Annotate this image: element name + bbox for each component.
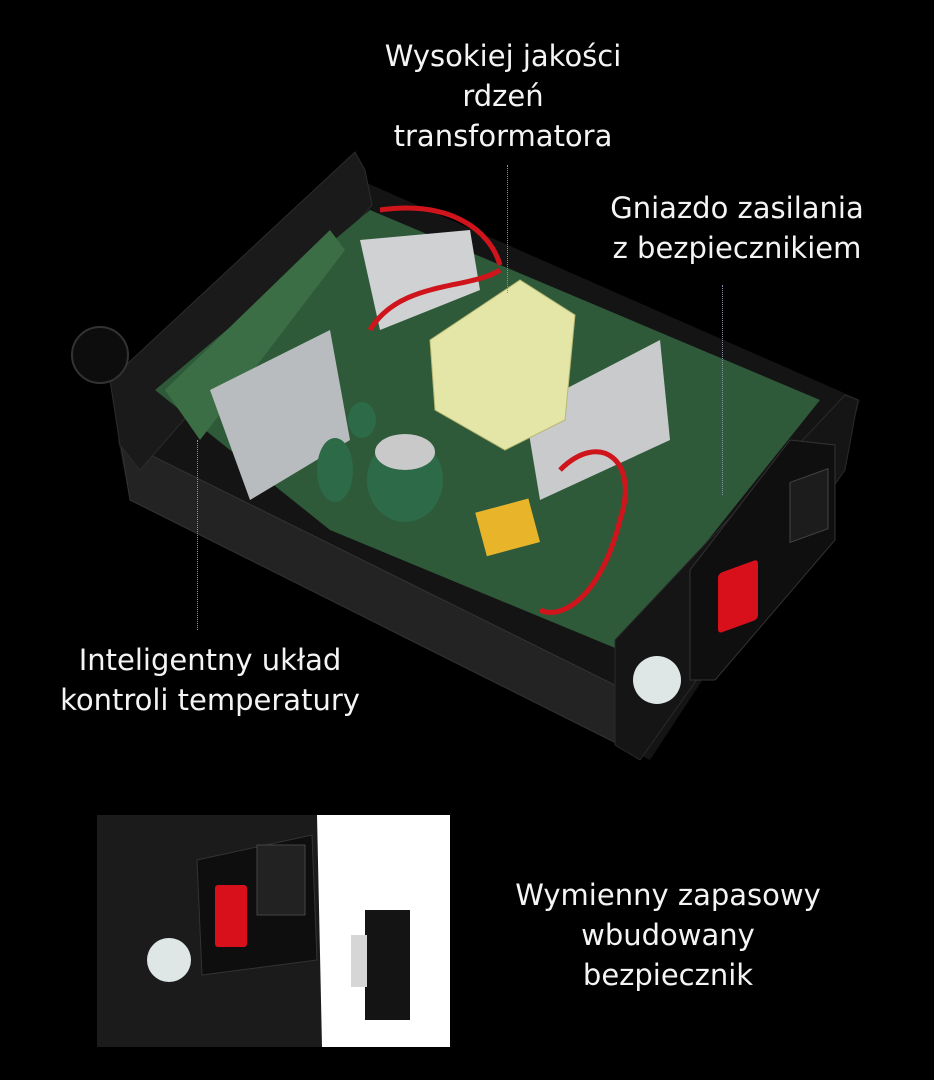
callout-temperature-control: Inteligentny układ kontroli temperatury [30, 640, 390, 720]
red-wire [538, 449, 628, 615]
callout-line: Gniazdo zasilania [610, 191, 864, 225]
iec-socket [256, 844, 306, 916]
display-board [165, 230, 345, 440]
callout-line: rdzeń [462, 79, 544, 113]
sticker [147, 938, 191, 982]
callout-line: Wysokiej jakości [384, 39, 622, 73]
callout-transformer: Wysokiej jakości rdzeń transformatora [333, 36, 673, 156]
transformer-core [429, 279, 576, 451]
callout-line: z bezpiecznikiem [612, 231, 862, 265]
leader-line-temperature-control [197, 440, 198, 630]
callout-line: Inteligentny układ [78, 643, 342, 677]
product-photo [71, 151, 860, 761]
callout-line: wbudowany [581, 918, 755, 952]
power-switch [215, 885, 247, 947]
leader-line-power-socket [722, 285, 723, 495]
iec-socket [789, 467, 829, 544]
heatsink-right [525, 340, 670, 500]
knob [71, 326, 129, 384]
callout-spare-fuse: Wymienny zapasowy wbudowany bezpiecznik [488, 875, 848, 995]
callout-power-socket: Gniazdo zasilania z bezpiecznikiem [567, 188, 907, 268]
capacitor-top [375, 434, 435, 470]
sticker [633, 656, 681, 704]
callout-line: Wymienny zapasowy [515, 878, 821, 912]
leader-line-transformer [507, 165, 508, 293]
capacitor-small [317, 438, 353, 502]
capacitor-small [348, 402, 376, 438]
fuse-glass [351, 935, 367, 987]
power-switch [718, 560, 758, 633]
fuse-inset-photo [97, 815, 450, 1047]
yellow-capacitor [475, 498, 540, 557]
red-wire [367, 205, 503, 332]
callout-line: kontroli temperatury [60, 683, 360, 717]
spare-fuse-holder [365, 910, 410, 1020]
heatsink-left [210, 330, 350, 500]
callout-line: transformatora [393, 119, 613, 153]
callout-line: bezpiecznik [582, 958, 754, 992]
